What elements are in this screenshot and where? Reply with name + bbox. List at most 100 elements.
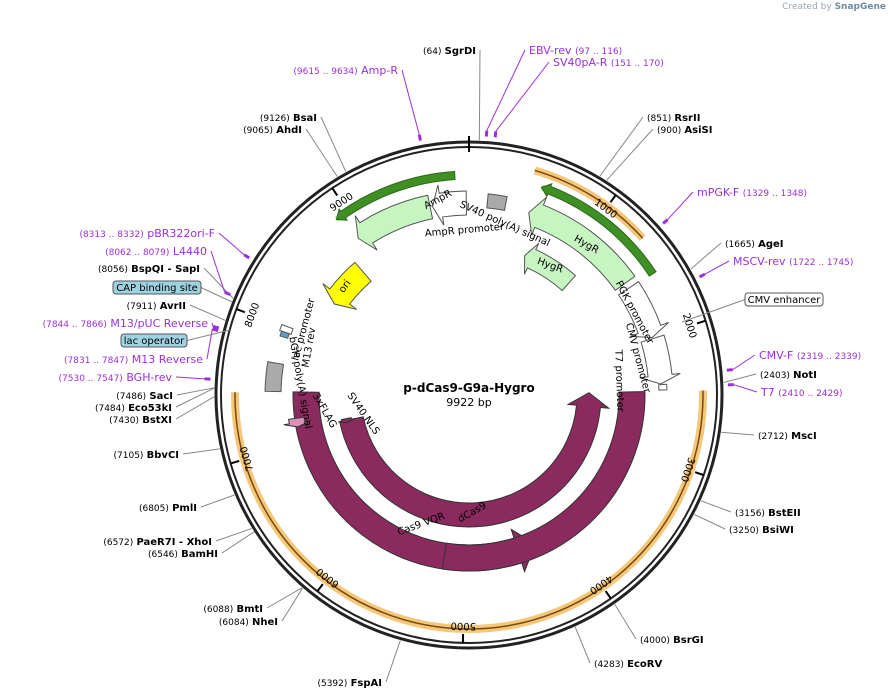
primer-m13-reverse[interactable]: (7831 .. 7847) M13 Reverse [64, 327, 219, 366]
restriction-site-bsrgi[interactable]: (4000) BsrGI [614, 603, 704, 646]
flag-feature [283, 416, 311, 428]
primer-label[interactable]: EBV-rev (97 .. 116) [529, 44, 622, 57]
boxed-label-lac-operator[interactable]: lac operator [120, 329, 231, 348]
primer-bgh-rev[interactable]: (7530 .. 7547) BGH-rev [59, 371, 211, 384]
primer-label[interactable]: CMV-F (2319 .. 2339) [759, 349, 861, 362]
primer-label[interactable]: (8313 .. 8332) pBR322ori-F [79, 227, 215, 240]
primer-range: (2319 .. 2339) [797, 352, 861, 362]
restriction-site-bsai[interactable]: (9126) BsaI [260, 113, 347, 172]
primer-label[interactable]: (8062 .. 8079) L4440 [105, 245, 207, 258]
primer-ebv-rev[interactable]: EBV-rev (97 .. 116) [484, 44, 622, 137]
boxed-leader-line [200, 287, 233, 303]
primer-cmv-f[interactable]: CMV-F (2319 .. 2339) [726, 349, 861, 372]
primer-mark [224, 290, 231, 297]
site-label[interactable]: (7430) BstXI [109, 415, 172, 426]
primer-t7[interactable]: T7 (2410 .. 2429) [727, 383, 843, 399]
restriction-site-sgrdi[interactable]: (64) SgrDI [423, 46, 481, 141]
site-position: (8056) [98, 265, 128, 275]
primer-sv40pa-r[interactable]: SV40pA-R (151 .. 170) [493, 56, 664, 138]
boxed-label-text: CMV enhancer [748, 295, 822, 306]
restriction-site-bsiwi[interactable]: (3250) BsiWI [694, 513, 794, 536]
primer-label[interactable]: (7530 .. 7547) BGH-rev [59, 371, 173, 384]
site-leader-line [221, 531, 255, 554]
site-position: (7430) [109, 416, 139, 426]
site-label[interactable]: (4283) EcoRV [594, 659, 662, 670]
primer-amp-r[interactable]: (9615 .. 9634) Amp-R [293, 64, 422, 141]
primer-label[interactable]: MSCV-rev (1722 .. 1745) [733, 255, 853, 268]
restriction-site-bamhi[interactable]: (6546) BamHI [148, 531, 255, 560]
site-label[interactable]: (3250) BsiWI [729, 525, 794, 536]
site-position: (6088) [203, 605, 233, 615]
restriction-site-noti[interactable]: (2403) NotI [723, 370, 817, 383]
site-position: (3156) [735, 509, 765, 519]
restriction-site-avrii[interactable]: (7911) AvrII [127, 301, 226, 321]
primer-label[interactable]: (7844 .. 7866) M13/pUC Reverse [43, 317, 209, 330]
primer-leader-line [486, 49, 526, 131]
site-label[interactable]: (4000) BsrGI [640, 635, 704, 646]
restriction-site-eco53ki[interactable]: (7484) Eco53kI [95, 387, 215, 414]
ruler-label: 3000 [678, 456, 697, 484]
site-label[interactable]: (64) SgrDI [423, 46, 476, 57]
primer-leader-line [206, 328, 213, 360]
site-position: (4000) [640, 636, 670, 646]
primer-label[interactable]: T7 (2410 .. 2429) [760, 386, 843, 399]
site-label[interactable]: (6572) PaeR7I - XhoI [103, 537, 212, 548]
restriction-site-bbvci[interactable]: (7105) BbvCI [114, 448, 220, 461]
restriction-site-msci[interactable]: (2712) MscI [721, 431, 817, 442]
primer-mpgk-f[interactable]: mPGK-F (1329 .. 1348) [662, 186, 807, 225]
site-name: BamHI [181, 549, 218, 560]
site-label[interactable]: (7486) SacI [116, 391, 173, 402]
ampr-promoter-feature [431, 184, 467, 226]
restriction-site-ahdi[interactable]: (9065) AhdI [243, 125, 338, 177]
site-label[interactable]: (7484) Eco53kI [95, 403, 172, 414]
ampr-outer-arrow [335, 170, 456, 221]
restriction-site-asisi[interactable]: (900) AsiSI [606, 125, 713, 181]
site-label[interactable]: (900) AsiSI [657, 125, 712, 136]
primer-pbr322ori-f[interactable]: (8313 .. 8332) pBR322ori-F [79, 227, 251, 260]
site-position: (6084) [219, 618, 249, 628]
site-label[interactable]: (851) RsrII [647, 113, 700, 124]
primer-label[interactable]: (7831 .. 7847) M13 Reverse [64, 353, 203, 366]
site-label[interactable]: (6805) PmlI [139, 503, 197, 514]
site-label[interactable]: (9126) BsaI [260, 113, 317, 124]
site-label[interactable]: (9065) AhdI [243, 125, 302, 136]
hygr-outer-arrow [540, 183, 657, 277]
site-leader-line [215, 527, 252, 542]
restriction-site-saci[interactable]: (7486) SacI [116, 387, 215, 402]
site-label[interactable]: (6546) BamHI [148, 549, 218, 560]
primer-m13-puc-reverse[interactable]: (7844 .. 7866) M13/pUC Reverse [43, 317, 220, 330]
site-label[interactable]: (5392) FspAI [317, 678, 382, 689]
site-label[interactable]: (7911) AvrII [127, 301, 186, 312]
site-label[interactable]: (1665) AgeI [725, 239, 784, 250]
restriction-site-bmti[interactable]: (6088) BmtI [203, 587, 303, 615]
restriction-site-agei[interactable]: (1665) AgeI [690, 239, 784, 270]
restriction-site-rsrii[interactable]: (851) RsrII [599, 113, 701, 177]
restriction-site-bstxi[interactable]: (7430) BstXI [109, 396, 215, 426]
site-label[interactable]: (7105) BbvCI [114, 450, 179, 461]
restriction-site-bsteii[interactable]: (3156) BstEII [700, 500, 801, 519]
site-label[interactable]: (8056) BspQI - SapI [98, 264, 200, 275]
boxed-label-cap-binding-site[interactable]: CAP binding site [112, 280, 233, 303]
primer-l4440[interactable]: (8062 .. 8079) L4440 [105, 245, 231, 297]
site-label[interactable]: (2403) NotI [760, 370, 817, 381]
site-position: (9065) [243, 126, 273, 136]
boxed-label-cmv-enhancer[interactable]: CMV enhancer [681, 292, 824, 323]
restriction-site-ecorv[interactable]: (4283) EcoRV [574, 626, 662, 670]
site-label[interactable]: (6088) BmtI [203, 604, 263, 615]
restriction-site-nhei[interactable]: (6084) NheI [219, 587, 303, 628]
site-label[interactable]: (3156) BstEII [735, 508, 801, 519]
ruler-tick [604, 590, 612, 600]
primer-label[interactable]: SV40pA-R (151 .. 170) [553, 56, 664, 69]
primer-range: (97 .. 116) [575, 47, 622, 57]
site-leader-line [176, 387, 215, 396]
restriction-site-paer7i[interactable]: (6572) PaeR7I - XhoI [103, 527, 252, 548]
primer-label[interactable]: (9615 .. 9634) Amp-R [293, 64, 398, 77]
restriction-site-pmli[interactable]: (6805) PmlI [139, 494, 235, 514]
site-position: (7911) [127, 302, 157, 312]
restriction-site-fspai[interactable]: (5392) FspAI [317, 640, 401, 689]
primer-mscv-rev[interactable]: MSCV-rev (1722 .. 1745) [698, 255, 854, 279]
site-label[interactable]: (2712) MscI [758, 431, 817, 442]
site-label[interactable]: (6084) NheI [219, 617, 278, 628]
primer-label[interactable]: mPGK-F (1329 .. 1348) [697, 186, 807, 199]
primer-mark [417, 134, 422, 141]
